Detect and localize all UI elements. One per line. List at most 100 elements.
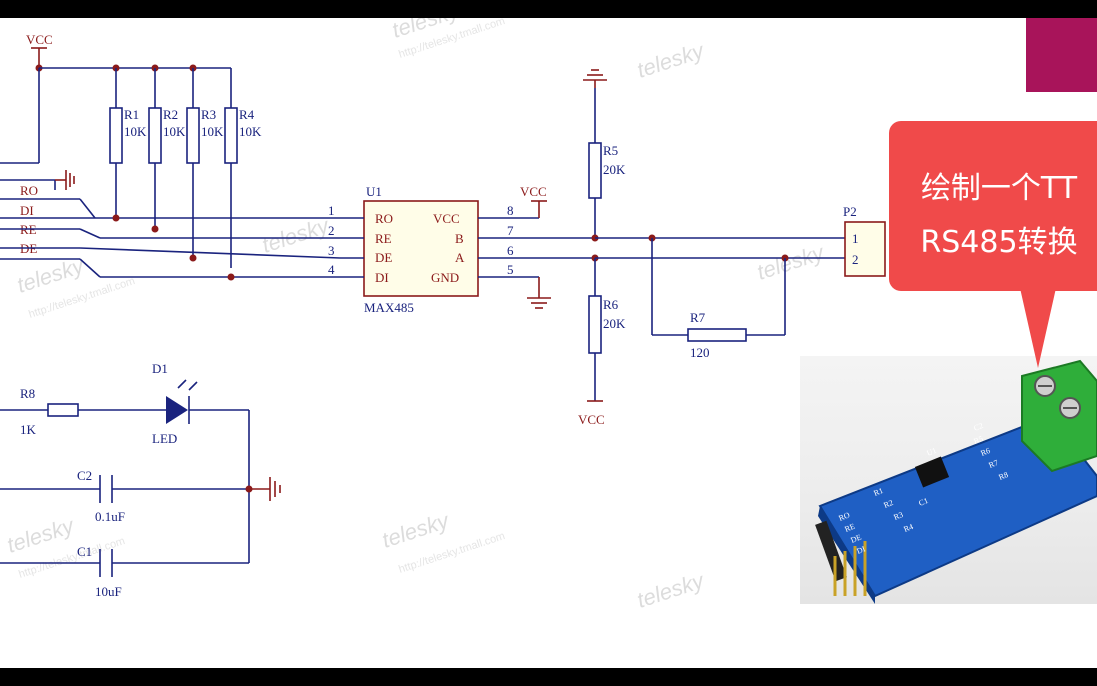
p2-ref: P2 <box>843 204 857 219</box>
chip-ref: U1 <box>366 184 382 199</box>
header-pin-ro: RO <box>20 183 38 198</box>
board-silkscreen-label: R5 <box>972 434 984 446</box>
resistor-r4: R4 10K <box>224 68 262 268</box>
vcc-label: VCC <box>578 412 605 427</box>
p2-pin: 2 <box>852 252 859 267</box>
led-label: LED <box>152 431 177 446</box>
chip-pin-ro: RO <box>375 211 393 226</box>
r6-ref: R6 <box>603 297 619 312</box>
resistor-r3: R3 10K <box>186 68 224 258</box>
r6-value: 20K <box>603 316 626 331</box>
callout-tail <box>1020 288 1056 368</box>
chip-ground-symbol <box>527 277 551 309</box>
board-silkscreen-label: R4 <box>902 522 914 534</box>
board-silkscreen-label: R2 <box>882 498 894 510</box>
r5-value: 20K <box>603 162 626 177</box>
chip-vcc-symbol: VCC <box>520 184 547 218</box>
chip-pin-num: 4 <box>328 262 335 277</box>
watermark-brand: telesky <box>259 212 334 258</box>
led-ref: D1 <box>152 361 168 376</box>
max485-chip: U1 1 2 3 4 RO RE DE DI VCC B A GND 8 7 6… <box>328 184 595 315</box>
pcb-board <box>815 414 1097 604</box>
resistor-r7: R7 120 <box>687 310 747 360</box>
watermark-brand: telesky <box>754 239 829 285</box>
chip-pin-num: 6 <box>507 243 514 258</box>
r1-ref: R1 <box>124 107 139 122</box>
board-silkscreen-label: R7 <box>987 458 999 470</box>
r7-ref: R7 <box>690 310 706 325</box>
board-silkscreen-label: DI <box>855 544 867 556</box>
header-pin-di: DI <box>20 203 34 218</box>
chip-pin-re: RE <box>375 231 392 246</box>
board-silkscreen-label: RE <box>843 522 856 534</box>
r5-ref: R5 <box>603 143 618 158</box>
led-circuit: R8 1K D1 LED <box>0 361 250 563</box>
chip-pin-vcc: VCC <box>433 211 460 226</box>
watermark-brand: telesky <box>4 512 79 558</box>
schematic-diagram: telesky telesky telesky telesky telesky … <box>0 18 886 613</box>
resistor-r2: R2 10K <box>148 68 186 229</box>
chip-part-name: MAX485 <box>364 300 414 315</box>
r8-value: 1K <box>20 422 37 437</box>
r4-value: 10K <box>239 124 262 139</box>
chip-pin-num: 1 <box>328 203 335 218</box>
signal-wires <box>79 198 341 281</box>
chip-pin-num: 8 <box>507 203 514 218</box>
bottom-vcc-symbol: VCC <box>578 400 605 427</box>
chip-pin-num: 7 <box>507 223 514 238</box>
header-connector: RO DI RE DE <box>0 170 95 260</box>
capacitors: C2 0.1uF C1 10uF <box>0 468 281 599</box>
board-silkscreen-label: U1 <box>925 446 937 458</box>
board-silkscreen-label: R3 <box>892 510 904 522</box>
board-silkscreen-label: C1 <box>917 496 929 508</box>
resistor-r1: R1 10K <box>109 68 147 218</box>
c1-value: 10uF <box>95 584 122 599</box>
chip-pin-de: DE <box>375 250 392 265</box>
vcc-symbol-top: VCC <box>26 32 53 68</box>
connector-p2: P2 1 2 <box>843 204 886 277</box>
resistor-r6: R6 20K <box>588 258 626 401</box>
board-silkscreen-label: RO <box>837 510 851 523</box>
r3-value: 10K <box>201 124 224 139</box>
led-diode-icon <box>166 396 188 424</box>
top-ground-symbol <box>583 69 607 88</box>
board-silkscreen-label: DE <box>849 532 862 544</box>
resistor-r5: R5 20K <box>588 88 626 238</box>
callout-bubble: 绘制一个TT RS485转换 <box>889 121 1097 291</box>
pin-header-icon <box>815 520 847 582</box>
rs485-bus <box>595 234 845 336</box>
vcc-label: VCC <box>520 184 547 199</box>
pullup-resistors: R1 10K R2 10K R3 10K R4 10K <box>109 64 262 268</box>
r4-ref: R4 <box>239 107 255 122</box>
r8-ref: R8 <box>20 386 35 401</box>
c2-ref: C2 <box>77 468 92 483</box>
terminal-block-icon <box>1021 359 1097 473</box>
c1-ref: C1 <box>77 544 92 559</box>
callout-line-2: RS485转换 <box>920 225 1078 260</box>
board-silkscreen-label: R6 <box>979 446 991 458</box>
chip-pin-a: A <box>455 250 465 265</box>
chip-pin-di: DI <box>375 270 389 285</box>
chip-pin-num: 5 <box>507 262 514 277</box>
callout-line-1: 绘制一个TT <box>920 171 1078 206</box>
r3-ref: R3 <box>201 107 216 122</box>
ic-chip-icon <box>914 456 950 488</box>
r2-ref: R2 <box>163 107 178 122</box>
r7-value: 120 <box>690 345 710 360</box>
p2-pin: 1 <box>852 231 859 246</box>
c2-value: 0.1uF <box>95 509 125 524</box>
board-silkscreen-label: R1 <box>872 486 884 498</box>
watermark-brand: telesky <box>634 567 709 613</box>
r2-value: 10K <box>163 124 186 139</box>
accent-block <box>1026 18 1097 92</box>
vcc-label: VCC <box>26 32 53 47</box>
r1-value: 10K <box>124 124 147 139</box>
board-silkscreen-label: C2 <box>972 421 984 433</box>
chip-pin-b: B <box>455 231 464 246</box>
watermark-brand: telesky <box>634 37 709 83</box>
board-silkscreen-label: R8 <box>997 470 1009 482</box>
watermark-brand: telesky <box>379 507 454 553</box>
chip-pin-num: 3 <box>328 243 335 258</box>
chip-pin-num: 2 <box>328 223 335 238</box>
